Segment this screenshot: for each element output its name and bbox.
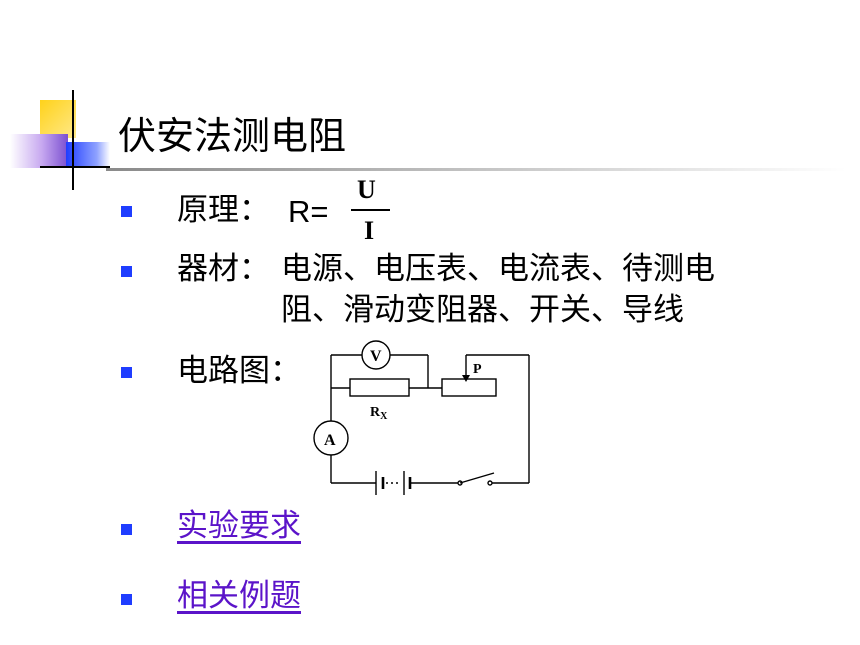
equipment-line-1: 电源、电压表、电流表、待测电 (281, 251, 715, 287)
formula-fraction-bar (351, 209, 390, 211)
equipment-line-2: 阻、滑动变阻器、开关、导线 (281, 292, 684, 328)
voltmeter-label: V (370, 348, 382, 365)
page-title: 伏安法测电阻 (118, 114, 347, 158)
ornament-purple-bar (10, 134, 68, 168)
bullet-examples (121, 594, 132, 605)
ornament-vertical-line (72, 90, 74, 190)
formula-lhs-text: R= (288, 194, 329, 229)
ammeter-label: A (324, 432, 336, 449)
principle-label: 原理： (177, 192, 270, 228)
formula-lhs: R= (288, 192, 329, 232)
equipment-label: 器材： (177, 251, 270, 287)
link-related-examples[interactable]: 相关例题 (177, 578, 301, 614)
resistor-rx (349, 378, 410, 397)
switch-blade (459, 472, 495, 484)
bullet-requirements (121, 524, 132, 535)
title-underline (106, 168, 846, 171)
slider-arrow (462, 375, 470, 382)
slider-label: P (473, 362, 482, 377)
voltmeter (361, 340, 391, 370)
ammeter (313, 420, 349, 456)
resistor-label-sub: X (380, 411, 388, 422)
formula-numerator: U (357, 175, 376, 204)
bullet-circuit (121, 367, 132, 378)
switch-contact-right (487, 480, 493, 486)
ornament-horizontal-line (40, 166, 110, 168)
circuit-diagram: V A P RX (313, 340, 530, 495)
rheostat (441, 378, 497, 397)
resistor-label: RX (370, 405, 388, 422)
formula-denominator: I (364, 216, 375, 245)
bullet-equipment (121, 266, 132, 277)
ornament-yellow-square (40, 100, 76, 138)
circuit-label: 电路图： (177, 353, 301, 389)
link-experiment-requirements[interactable]: 实验要求 (177, 508, 301, 544)
resistor-label-main: R (370, 405, 381, 420)
bullet-principle (121, 206, 132, 217)
title-ornament (0, 90, 110, 190)
